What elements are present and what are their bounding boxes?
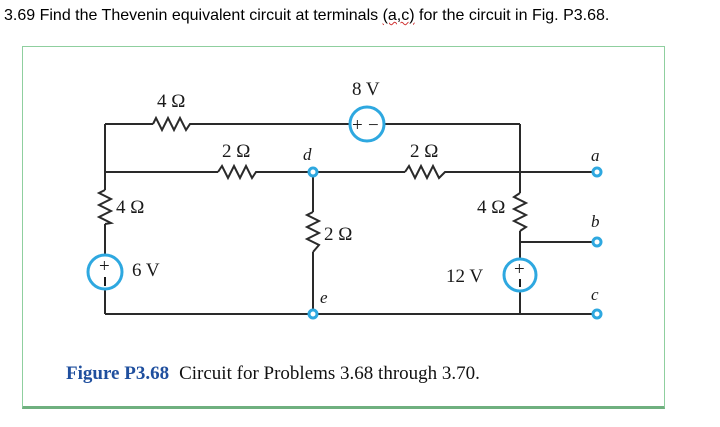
sources xyxy=(86,105,538,293)
resistor-center xyxy=(304,211,322,253)
terminal-b-dot xyxy=(591,236,603,248)
label-r-right: 4 Ω xyxy=(477,197,505,218)
terminal-a-dot xyxy=(591,166,603,178)
problem-statement: 3.69 Find the Thevenin equivalent circui… xyxy=(4,7,609,25)
source-polarity: + − + + xyxy=(99,115,525,287)
nodes xyxy=(307,166,603,320)
node-e-dot xyxy=(307,308,319,320)
figure-frame xyxy=(22,46,665,409)
label-term-c: c xyxy=(591,285,599,304)
label-r-top: 4 Ω xyxy=(157,91,185,112)
resistor-mid-left xyxy=(217,163,260,181)
label-r-mid-right: 2 Ω xyxy=(410,141,438,162)
question-suffix: for the circuit in Fig. P3.68. xyxy=(414,7,610,24)
resistor-right xyxy=(511,192,529,232)
source-8v-plus: + xyxy=(352,115,363,136)
source-8v-minus: − xyxy=(368,115,379,136)
label-v-left: 6 V xyxy=(132,260,160,281)
figure-caption: Figure P3.68 Circuit for Problems 3.68 th… xyxy=(66,363,480,385)
label-term-b: b xyxy=(591,212,600,231)
labels: 4 Ω 8 V 2 Ω d 2 Ω a 4 Ω 4 Ω b 2 Ω 6 V 12… xyxy=(116,79,600,307)
source-6v xyxy=(86,253,124,291)
resistors xyxy=(96,115,529,253)
resistor-mid-right xyxy=(404,163,449,181)
source-8v xyxy=(348,105,386,143)
label-term-a: a xyxy=(591,146,600,165)
source-6v-plus: + xyxy=(99,256,110,277)
resistor-left xyxy=(96,189,115,225)
label-node-d: d xyxy=(303,145,312,164)
wires xyxy=(104,123,595,315)
label-v-top: 8 V xyxy=(352,79,380,100)
resistor-top xyxy=(152,115,193,133)
question-prefix: 3.69 Find the Thevenin equivalent circui… xyxy=(4,7,383,24)
label-node-e: e xyxy=(320,288,328,307)
node-d-dot xyxy=(307,166,319,178)
caption-label: Figure P3.68 xyxy=(66,363,170,384)
source-12v xyxy=(502,257,538,293)
label-v-right: 12 V xyxy=(446,266,483,287)
source-12v-plus: + xyxy=(514,259,525,280)
label-r-center: 2 Ω xyxy=(324,224,352,245)
question-terminals: (a,c) xyxy=(382,7,415,24)
terminal-c-dot xyxy=(591,308,603,320)
label-r-left: 4 Ω xyxy=(116,197,144,218)
label-r-mid-left: 2 Ω xyxy=(222,141,250,162)
caption-text: Circuit for Problems 3.68 through 3.70. xyxy=(179,363,480,384)
